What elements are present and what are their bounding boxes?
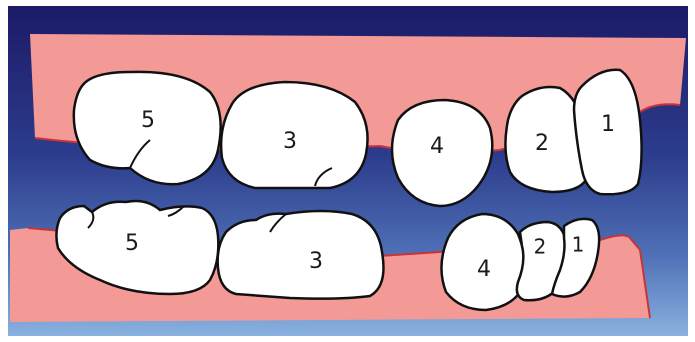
lower-tooth-3-label: 3 — [309, 249, 323, 274]
lower-tooth-1-label: 1 — [572, 233, 585, 257]
upper-tooth-5-label: 5 — [141, 108, 155, 133]
upper-tooth-3-label: 3 — [283, 129, 297, 154]
lower-tooth-4: 4 — [441, 214, 525, 310]
upper-tooth-3: 3 — [221, 82, 367, 188]
upper-tooth-2-label: 2 — [535, 131, 549, 156]
upper-tooth-1: 1 — [574, 70, 642, 194]
lower-tooth-4-label: 4 — [477, 257, 491, 282]
lower-tooth-3: 3 — [218, 211, 384, 299]
upper-tooth-4-label: 4 — [430, 134, 444, 159]
upper-tooth-1-label: 1 — [601, 112, 615, 137]
lower-tooth-5-label: 5 — [125, 231, 139, 256]
lower-tooth-2-label: 2 — [534, 235, 547, 259]
